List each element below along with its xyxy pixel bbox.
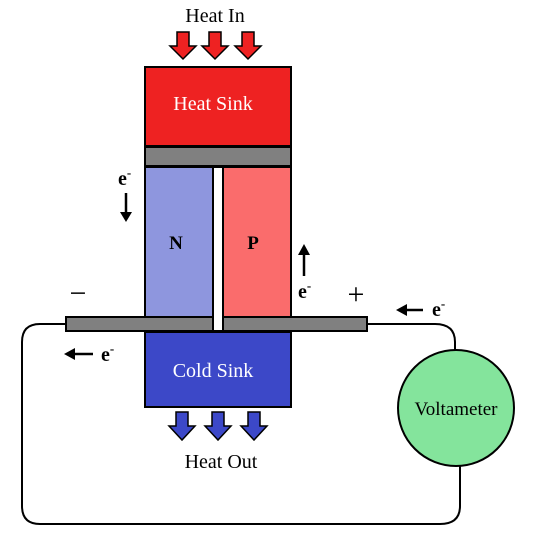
cold-sink-label: Cold Sink [173,360,254,382]
heat-sink [144,66,292,147]
arrow-icon [120,193,132,222]
n-type-block [144,166,214,318]
heat-sink-label: Heat Sink [173,93,252,115]
down-arrow-icon [239,411,269,442]
electron-label-n: e- [118,165,131,190]
heat-out-arrows [167,411,269,442]
left-connector [65,316,214,332]
p-type-label: P [247,233,259,254]
down-arrow-icon [167,411,197,442]
p-type-block [222,166,292,318]
down-arrow-icon [168,31,198,61]
down-arrow-icon [200,31,230,61]
top-connector [144,146,292,167]
right-connector [222,316,368,332]
voltameter-label: Voltameter [414,399,498,420]
electron-label-right: e- [432,296,445,321]
electron-label-left: e- [101,341,114,366]
heat-in-label: Heat In [185,5,244,27]
arrow-icon [298,244,310,276]
cold-sink [144,331,292,408]
circuit-wire [21,323,461,525]
separator [212,166,224,332]
plus-terminal-label: + [348,278,365,311]
down-arrow-icon [233,31,263,61]
down-arrow-icon [203,411,233,442]
arrow-icon [64,348,93,360]
voltameter [397,349,515,467]
electron-arrows [64,193,423,360]
arrow-icon [396,304,423,316]
heat-in-arrows [168,31,263,61]
heat-out-label: Heat Out [185,451,258,473]
n-type-label: N [169,233,183,254]
minus-terminal-label: − [70,277,87,310]
electron-label-p: e- [298,278,311,303]
